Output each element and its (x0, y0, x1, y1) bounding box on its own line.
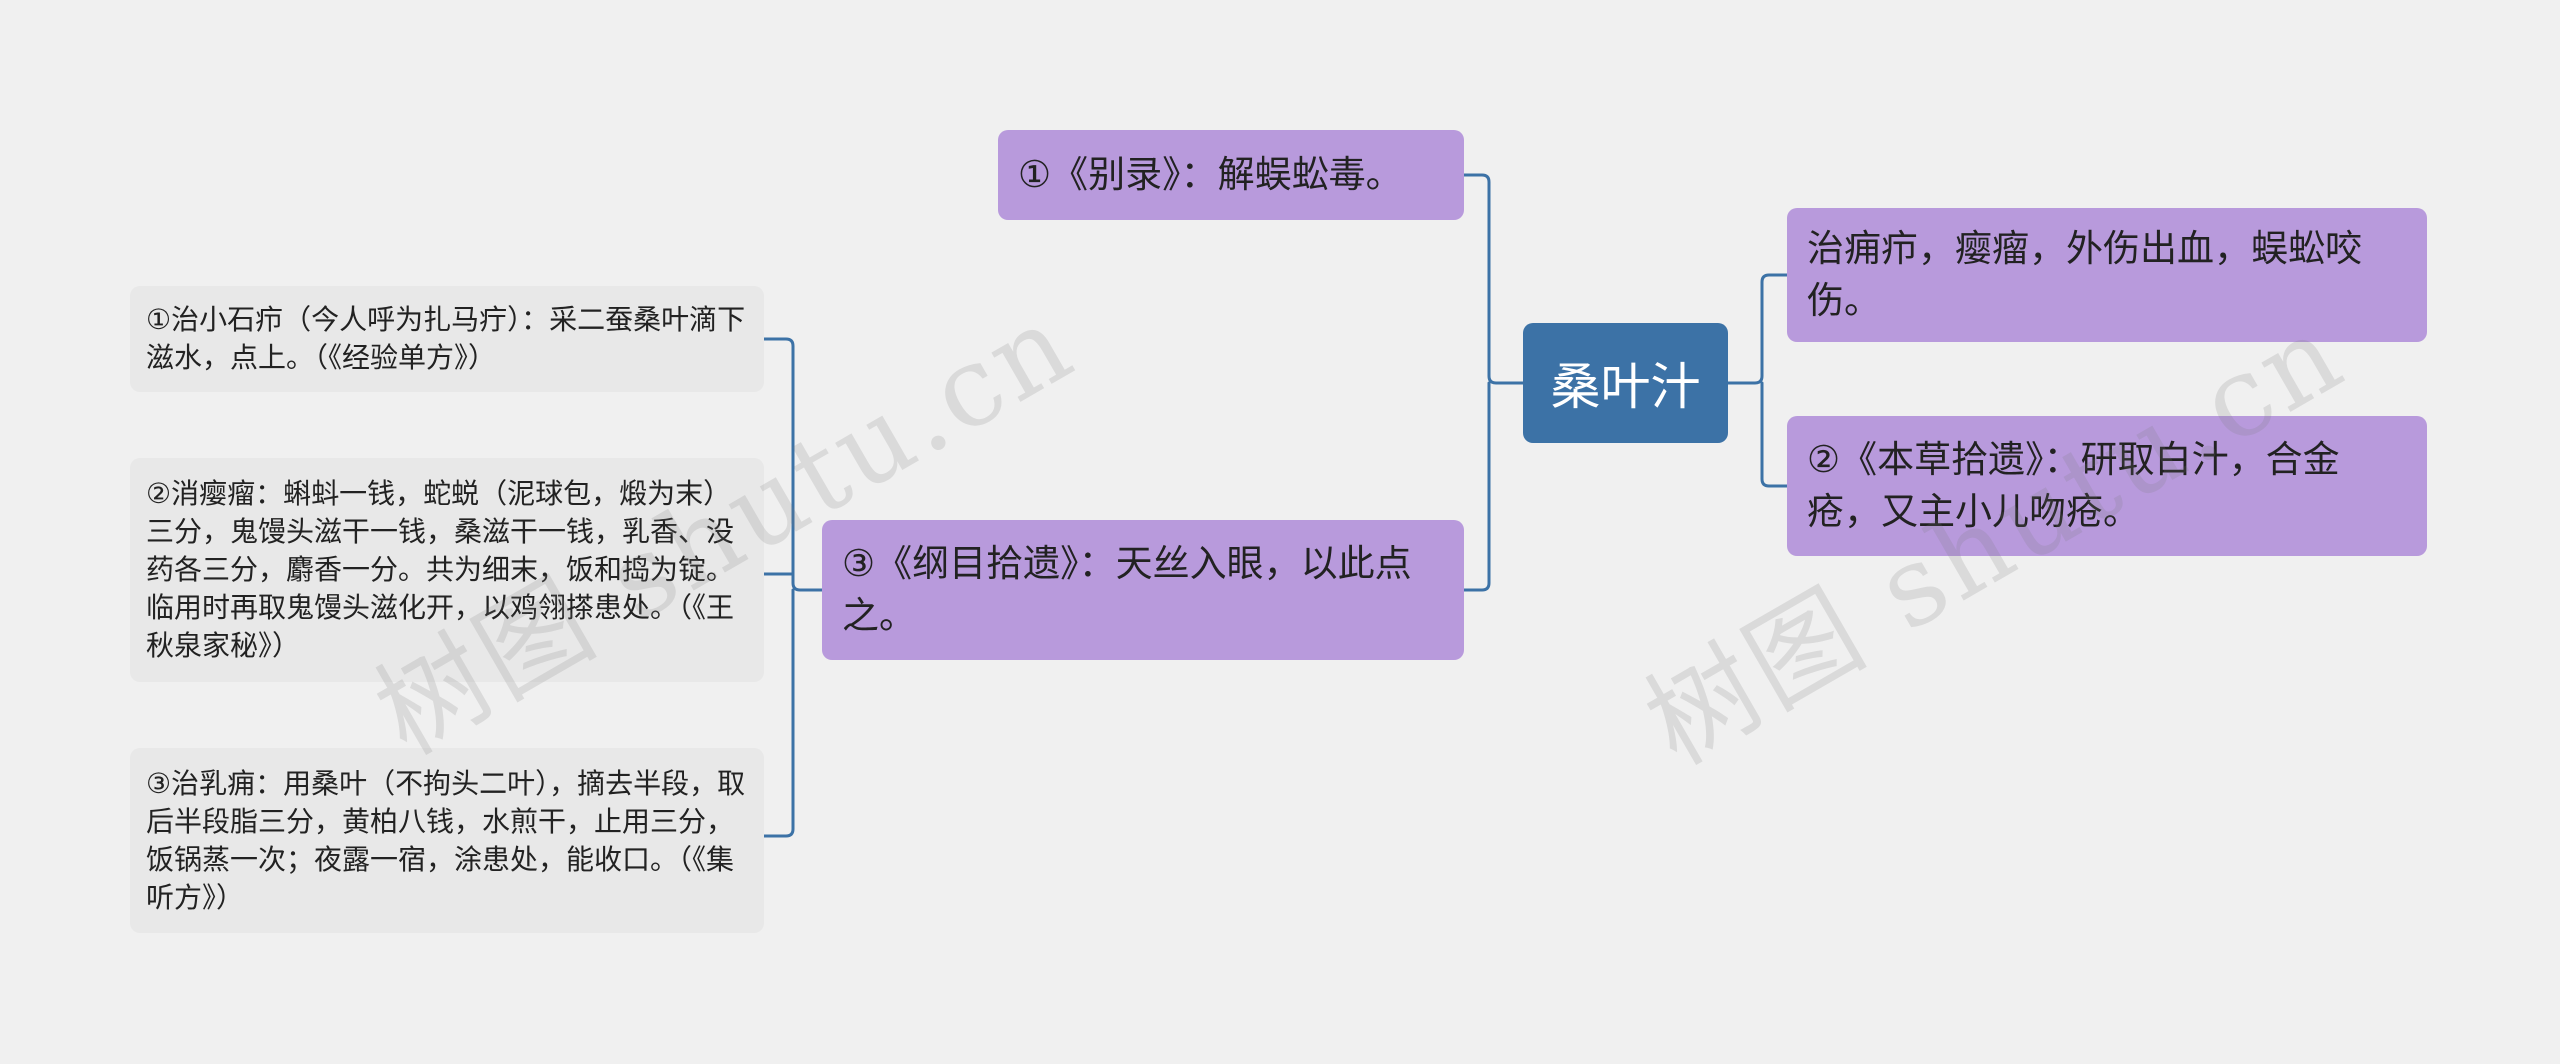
root-node[interactable]: 桑叶汁 (1523, 323, 1728, 443)
right-node-1[interactable]: 治痈疖，瘿瘤，外伤出血，蜈蚣咬伤。 (1787, 208, 2427, 342)
sub-node-2[interactable]: ②消瘿瘤：蝌蚪一钱，蛇蜕（泥球包，煅为末）三分，鬼馒头滋干一钱，桑滋干一钱，乳香… (130, 458, 764, 682)
sub-node-1-label: ①治小石疖（今人呼为扎马疔）：采二蚕桑叶滴下滋水，点上。（《经验单方》） (146, 303, 746, 374)
right-node-2-label: ②《本草拾遗》：研取白汁，合金疮，又主小儿吻疮。 (1807, 438, 2340, 533)
sub-node-3-label: ③治乳痈：用桑叶（不拘头二叶），摘去半段，取后半段脂三分，黄柏八钱，水煎干，止用… (146, 766, 746, 914)
connector-root-right (1726, 273, 1789, 488)
connector-root-left (1462, 173, 1525, 592)
root-label: 桑叶汁 (1550, 358, 1701, 416)
connector-left-sub (762, 337, 824, 838)
left-node-3[interactable]: ③《纲目拾遗》：天丝入眼，以此点之。 (822, 520, 1464, 660)
right-node-1-label: 治痈疖，瘿瘤，外伤出血，蜈蚣咬伤。 (1807, 227, 2362, 322)
sub-node-3[interactable]: ③治乳痈：用桑叶（不拘头二叶），摘去半段，取后半段脂三分，黄柏八钱，水煎干，止用… (130, 748, 764, 933)
left-node-1-label: ①《别录》：解蜈蚣毒。 (1018, 153, 1403, 196)
left-node-1[interactable]: ①《别录》：解蜈蚣毒。 (998, 130, 1464, 220)
left-node-3-label: ③《纲目拾遗》：天丝入眼，以此点之。 (842, 542, 1412, 637)
sub-node-2-label: ②消瘿瘤：蝌蚪一钱，蛇蜕（泥球包，煅为末）三分，鬼馒头滋干一钱，桑滋干一钱，乳香… (146, 477, 735, 662)
sub-node-1[interactable]: ①治小石疖（今人呼为扎马疔）：采二蚕桑叶滴下滋水，点上。（《经验单方》） (130, 286, 764, 392)
right-node-2[interactable]: ②《本草拾遗》：研取白汁，合金疮，又主小儿吻疮。 (1787, 416, 2427, 556)
